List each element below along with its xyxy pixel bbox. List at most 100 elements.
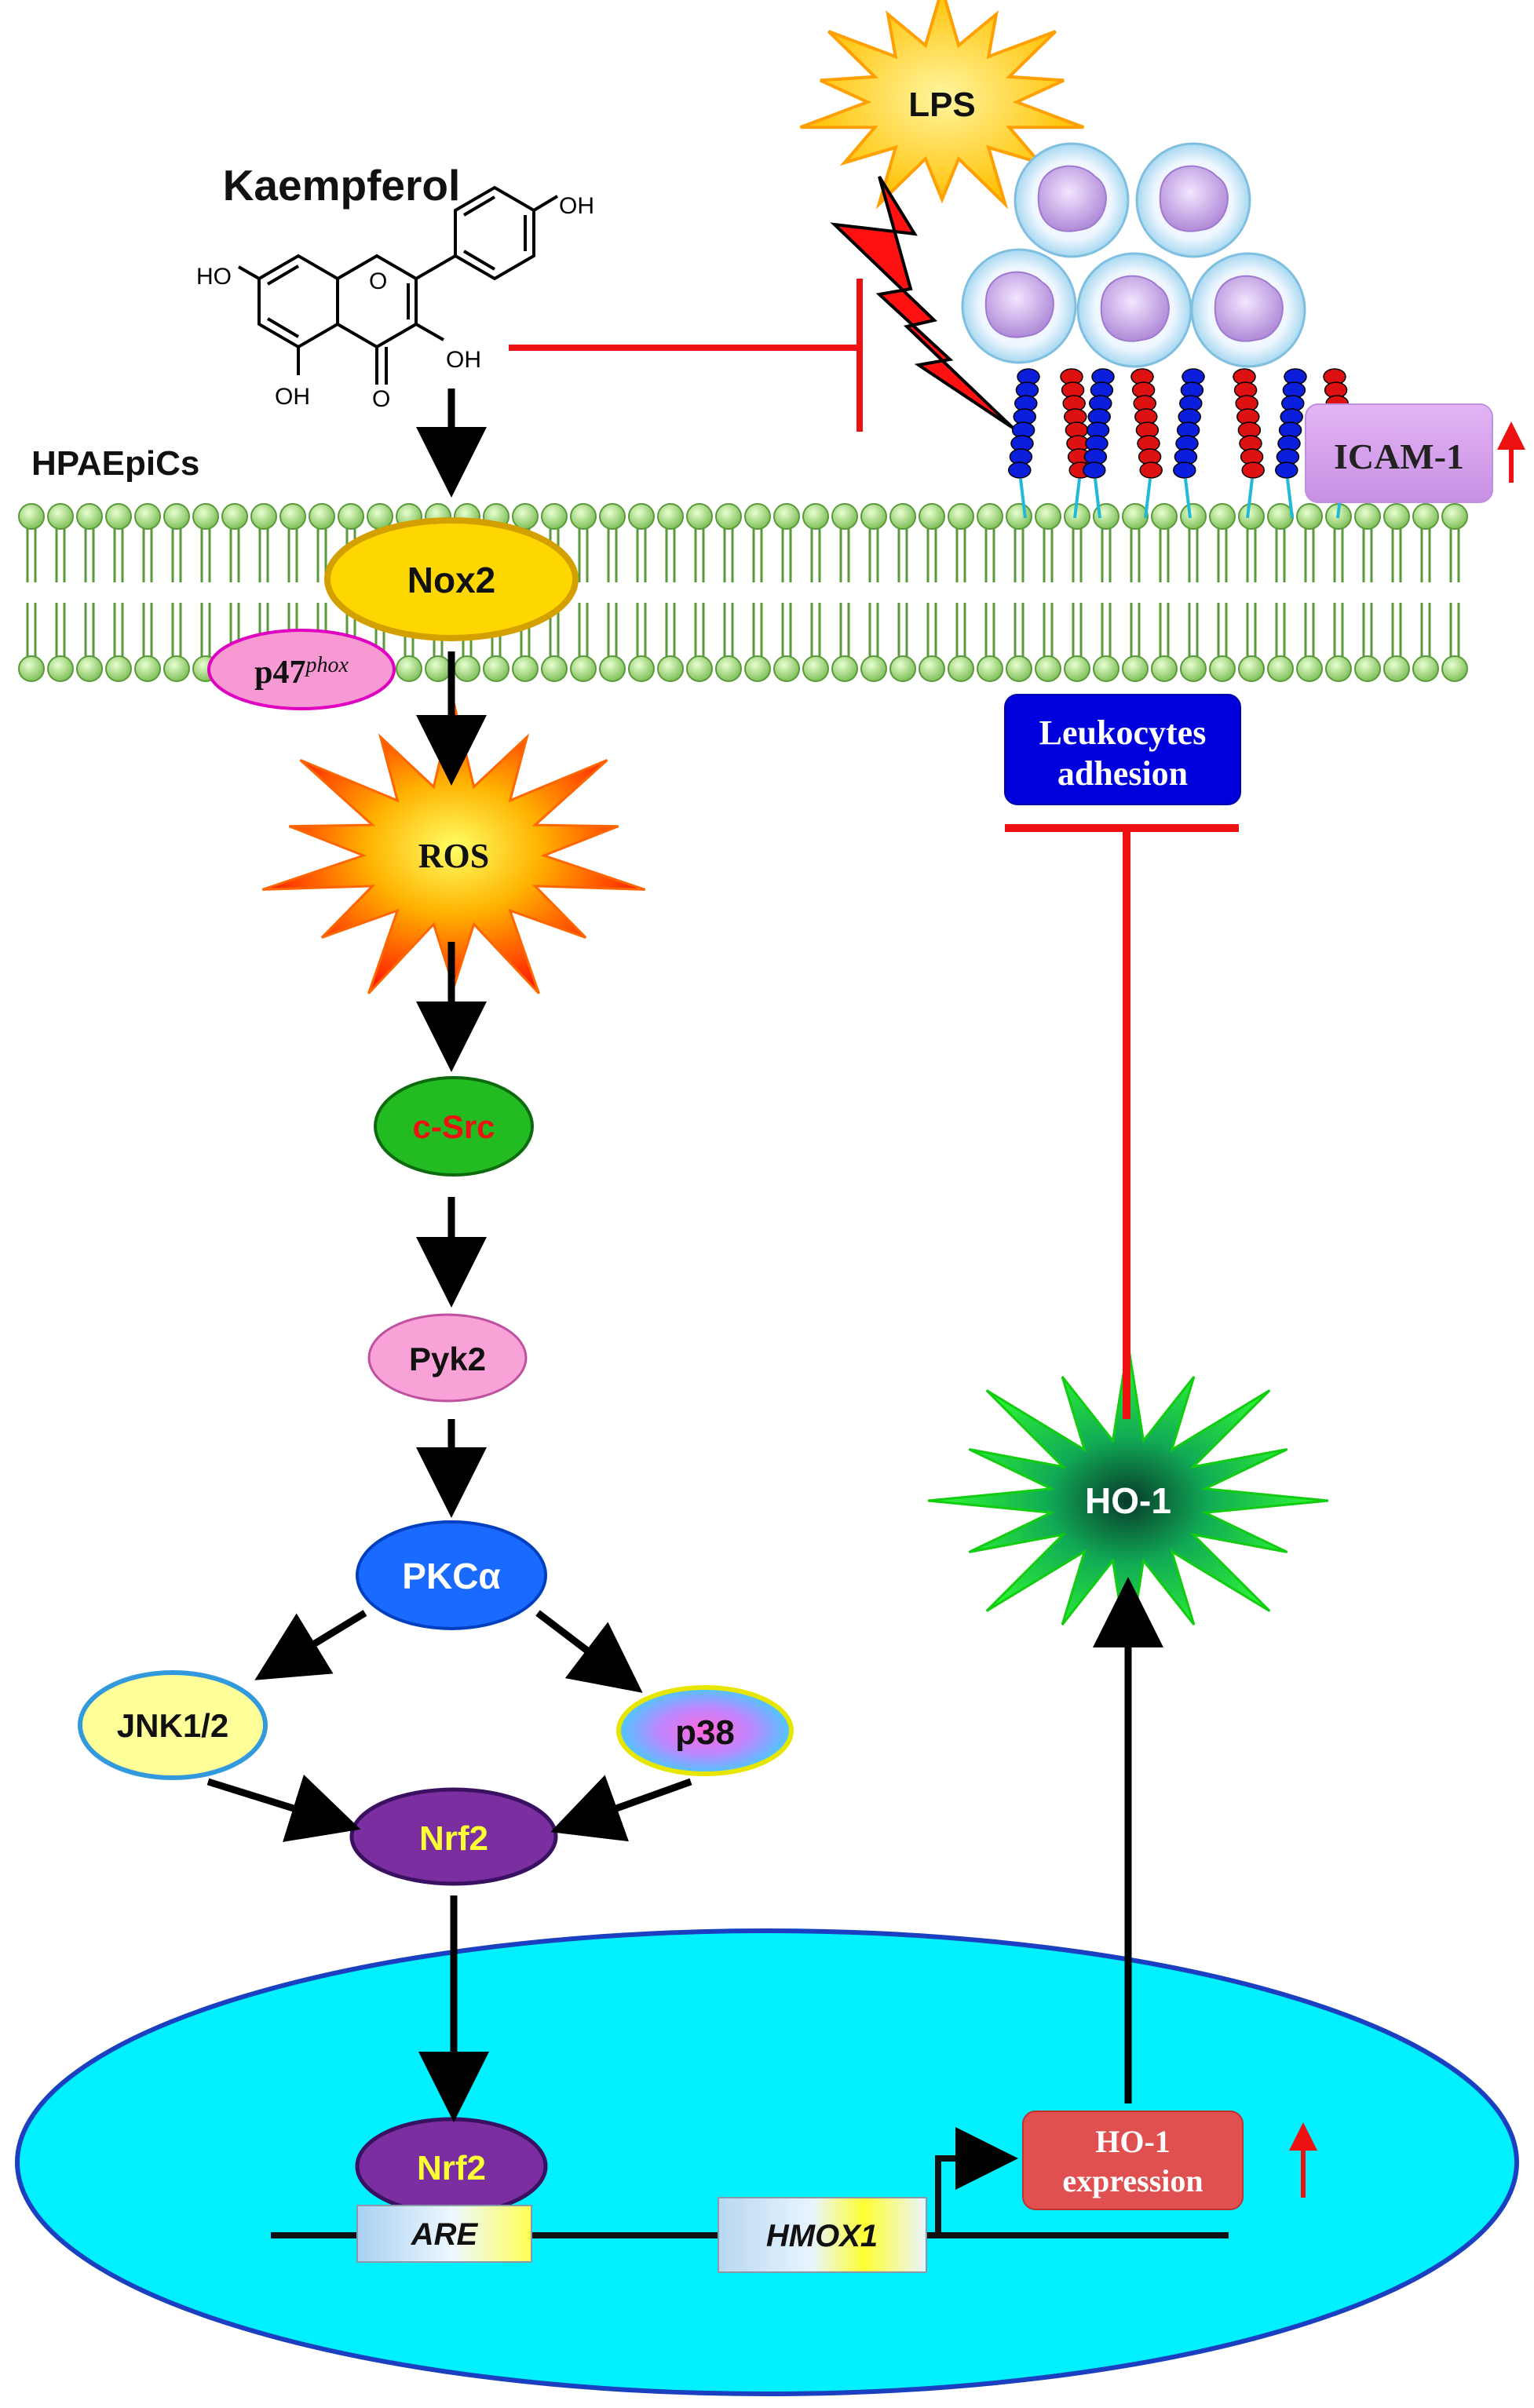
pyk2-label: Pyk2 (409, 1341, 486, 1377)
icam-1-chain (1083, 368, 1115, 519)
arrow-p38-nrf2 (550, 1775, 692, 1842)
lipid-molecule (628, 503, 655, 682)
lipid-molecule (1093, 503, 1119, 682)
icam-1-chain (1233, 368, 1265, 519)
lipid-molecule (889, 503, 916, 682)
lipid-molecule (1354, 503, 1381, 682)
icam-1-chain (1275, 368, 1307, 519)
p47-superscript: phox (304, 653, 349, 677)
c-src-node (374, 1076, 534, 1177)
lipid-molecule (860, 503, 887, 682)
lps-burst (799, 0, 1085, 210)
lipid-molecule (570, 503, 597, 682)
kaempferol-structure (238, 185, 559, 385)
lps-label: LPS (908, 86, 976, 124)
lipid-molecule (1267, 503, 1294, 682)
lipid-molecule (1238, 503, 1265, 682)
arrow-jnk-nrf2 (206, 1774, 361, 1842)
hmox1-gene (718, 2197, 927, 2273)
lipid-molecule (1441, 503, 1468, 682)
leukocyte-cell (1190, 252, 1306, 368)
pkca-node (356, 1520, 547, 1630)
keto-o-label: O (372, 386, 390, 412)
leukocyte-cell (1135, 142, 1251, 258)
lipid-molecule (1151, 503, 1178, 682)
nox2-node (324, 517, 579, 641)
arrow-pkca-p38 (535, 1610, 643, 1693)
hmox1-label: HMOX1 (766, 2219, 878, 2253)
pkca-label: PKCα (402, 1556, 500, 1596)
oh-bottom-label: OH (275, 384, 310, 410)
leukocyte-cluster (961, 142, 1306, 368)
lipid-molecule (773, 503, 800, 682)
c-src-label: c-Src (412, 1108, 495, 1145)
icam-1-chain (1173, 368, 1205, 519)
are-element (356, 2205, 532, 2263)
arrow-pkca-jnk (254, 1610, 367, 1680)
lipid-molecule (948, 503, 974, 682)
lipid-molecule (1006, 503, 1032, 682)
lipid-molecule (599, 503, 626, 682)
icam-1-chain (1130, 368, 1163, 519)
lipid-molecule (1412, 503, 1439, 682)
ho1-label: HO-1 (1085, 1480, 1171, 1521)
lipid-molecule (1064, 503, 1090, 682)
lipid-molecule (686, 503, 713, 682)
lipid-molecule (1296, 503, 1323, 682)
lipid-molecule (1325, 503, 1352, 682)
lipid-molecule (105, 503, 132, 682)
kaempferol-label: Kaempferol (223, 161, 461, 210)
ring-o-label: O (369, 268, 387, 294)
leukocyte-adhesion-box (1004, 694, 1241, 805)
jnk-label: JNK1/2 (117, 1707, 228, 1744)
lipid-molecule (1209, 503, 1236, 682)
lipid-molecule (1180, 503, 1207, 682)
leukocyte-adhesion-line1: Leukocytes (1039, 713, 1207, 752)
p47phox-node (207, 629, 396, 710)
nrf2-cytosol-label: Nrf2 (419, 1819, 488, 1858)
lipid-molecule (744, 503, 771, 682)
cell-type-label: HPAEpiCs (31, 444, 199, 483)
lipid-molecule (163, 503, 190, 682)
lipid-molecule (47, 503, 74, 682)
lipid-molecule (1035, 503, 1061, 682)
ho1-expression-line1: HO-1 (1095, 2124, 1171, 2159)
nrf2-nucleus-label: Nrf2 (417, 2149, 486, 2187)
oh-top-label: OH (559, 193, 594, 219)
nucleus (15, 1928, 1519, 2396)
icam-1-chain (1060, 368, 1092, 519)
icam-1-receptors (1008, 368, 1355, 519)
lipid-molecule (715, 503, 742, 682)
lipid-molecule (134, 503, 161, 682)
lipid-molecule (977, 503, 1003, 682)
leukocyte-cell (1076, 252, 1193, 368)
lipid-molecule (802, 503, 829, 682)
lipid-molecule (1122, 503, 1149, 682)
p47phox-label: p47phox (254, 653, 349, 691)
oh-right-label: OH (446, 347, 481, 373)
icam-1-label: ICAM-1 (1334, 436, 1464, 476)
leukocyte-cell (1014, 142, 1130, 258)
jnk-node (78, 1670, 268, 1780)
ho-left-label: HO (196, 264, 232, 290)
cell-membrane (18, 503, 1468, 682)
activation-arrows (206, 389, 1163, 2122)
lipid-molecule (1383, 503, 1410, 682)
lipid-molecule (919, 503, 945, 682)
are-label: ARE (411, 2217, 479, 2252)
lipid-molecule (657, 503, 684, 682)
ros-label: ROS (418, 837, 489, 875)
leukocyte-adhesion-line2: adhesion (1057, 754, 1188, 793)
leukocyte-cell (961, 248, 1077, 364)
ho1-expression-line2: expression (1062, 2163, 1203, 2198)
p38-node (616, 1685, 794, 1776)
lipid-molecule (192, 503, 219, 682)
icam-1-box (1305, 403, 1493, 503)
transcription-start-arrow (935, 2127, 1018, 2235)
p38-label: p38 (675, 1713, 735, 1752)
lipid-molecule (76, 503, 103, 682)
pyk2-node (367, 1313, 528, 1403)
lipid-molecule (831, 503, 858, 682)
lipid-molecule (18, 503, 45, 682)
